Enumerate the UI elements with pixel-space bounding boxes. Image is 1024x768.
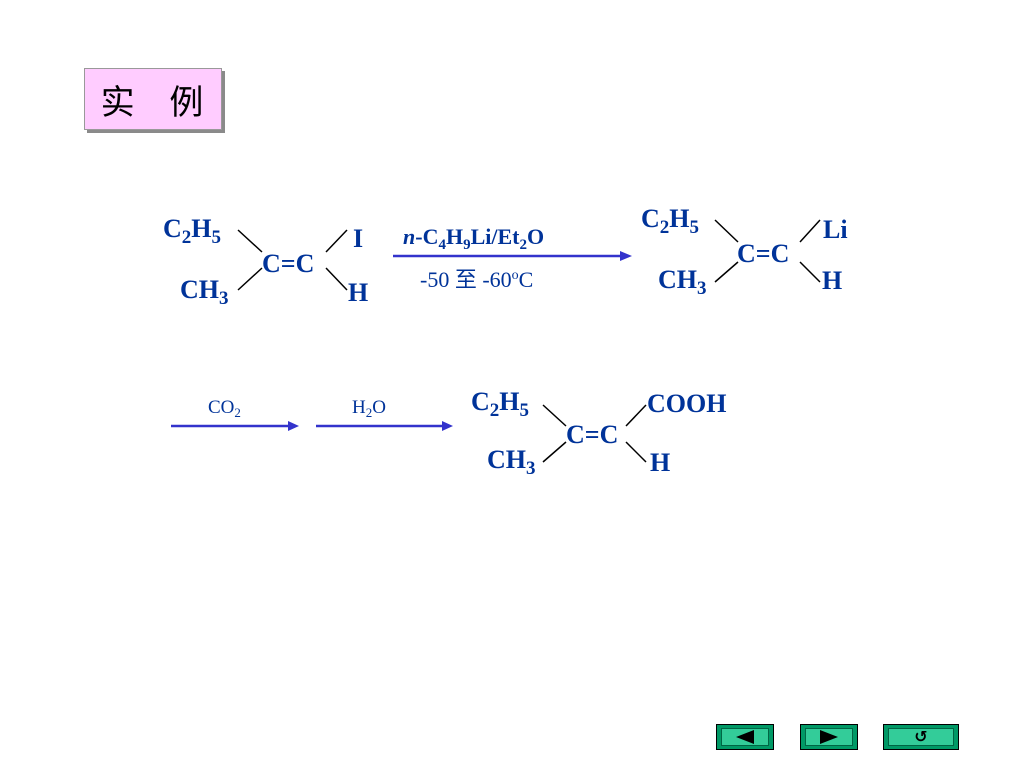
product2-double-bond: C=C (566, 420, 619, 449)
bond-line (237, 229, 263, 253)
reagent-label: n-C4H9Li/Et2O (403, 224, 545, 253)
co2-label: CO2 (208, 397, 241, 420)
product1-double-bond: C=C (737, 239, 790, 268)
h2o-label: H2O (352, 397, 386, 420)
product2-carboxyl: COOH (647, 389, 727, 418)
title-box: 实 例 (84, 68, 222, 130)
triangle-right-icon (820, 730, 838, 744)
product1-lithium: Li (823, 215, 848, 244)
reactant-double-bond: C=C (262, 249, 315, 278)
reactant-iodine: I (353, 224, 364, 253)
product1-methyl-group: CH3 (658, 265, 707, 299)
product2-ethyl-group: C2H5 (471, 387, 530, 421)
reactant-ethyl-group: C2H5 (163, 214, 222, 248)
bond-line (799, 261, 821, 283)
triangle-left-icon (736, 730, 754, 744)
h2o-arrow-head (442, 421, 453, 431)
return-button[interactable]: ↺ (883, 724, 959, 750)
bond-line (542, 404, 567, 427)
product1-ethyl-group: C2H5 (641, 204, 700, 238)
reactant-hydrogen: H (348, 278, 369, 307)
bond-line (325, 267, 348, 291)
bond-line (325, 229, 348, 253)
prev-slide-button[interactable] (716, 724, 774, 750)
next-slide-button[interactable] (800, 724, 858, 750)
return-arrow-icon: ↺ (914, 727, 928, 746)
bond-line (625, 441, 647, 463)
page-title: 实 例 (100, 82, 216, 123)
product2-hydrogen: H (650, 448, 671, 477)
reactant-methyl-group: CH3 (180, 275, 229, 309)
bond-line (542, 441, 567, 463)
co2-arrow-head (288, 421, 299, 431)
bond-line (714, 261, 739, 283)
bond-line (714, 219, 739, 243)
product2-methyl-group: CH3 (487, 445, 536, 479)
reaction-arrow-head (620, 251, 632, 261)
temperature-label: -50 至 -60oC (420, 267, 534, 292)
bond-line (799, 219, 821, 243)
bond-line (625, 404, 647, 427)
product1-hydrogen: H (822, 266, 843, 295)
bond-line (237, 267, 263, 291)
